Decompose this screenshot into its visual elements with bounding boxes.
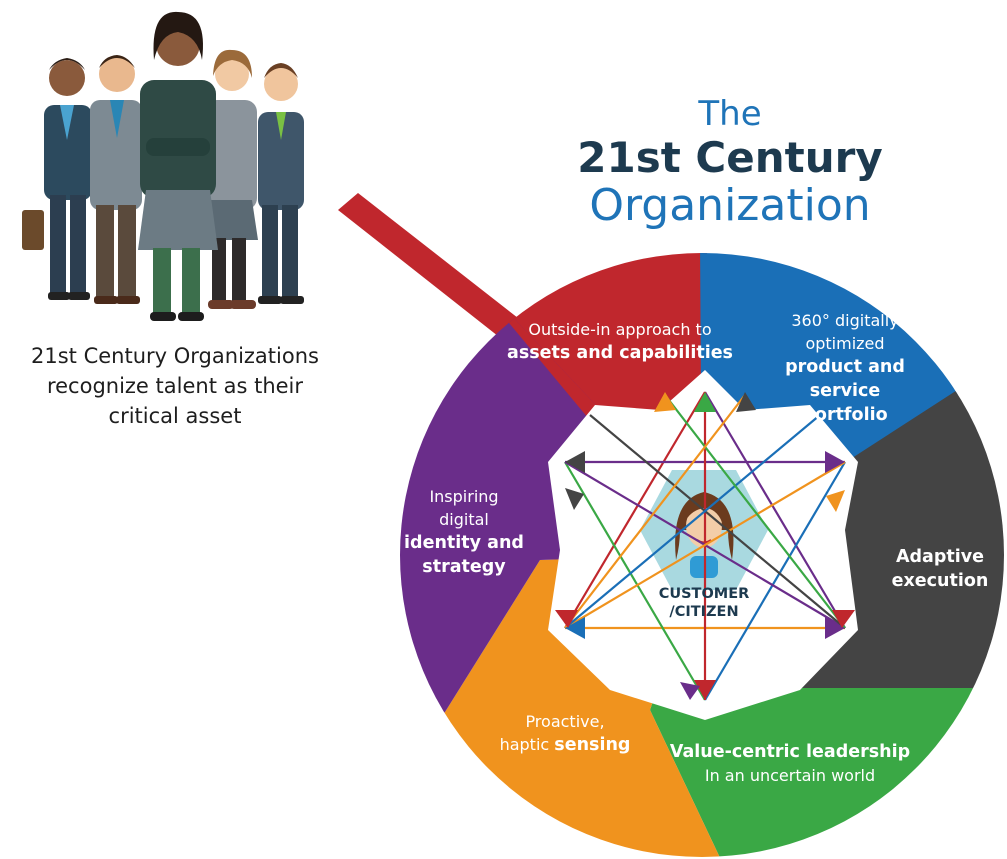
label-bold-line: Adaptive — [895, 547, 985, 567]
caption-line: 21st Century Organizations — [31, 344, 319, 368]
caption-line: critical asset — [108, 404, 242, 428]
label-bold-line: Value-centric leadership — [669, 742, 911, 762]
label-portfolio: 360° digitally optimized product and ser… — [770, 309, 920, 427]
label-line: Proactive, — [525, 712, 605, 731]
label-line: Outside-in approach to — [528, 320, 712, 339]
title-line-organization: Organization — [589, 180, 871, 231]
label-line: 360° digitally — [791, 311, 899, 330]
caption-line: recognize talent as their — [46, 374, 304, 398]
label-proactive: Proactive, haptic sensing — [490, 710, 640, 757]
label-bold-line: identity and — [404, 533, 524, 553]
label-bold-line: execution — [891, 571, 989, 591]
label-bold-line: strategy — [422, 557, 506, 577]
label-bold-line: sensing — [554, 735, 631, 755]
people-caption: 21st Century Organizations recognize tal… — [0, 341, 350, 431]
label-bold-line: portfolio — [802, 405, 888, 425]
center-label: CUSTOMER /CITIZEN — [634, 585, 774, 621]
label-line: digital — [439, 510, 489, 529]
title-line-the: The — [698, 94, 762, 134]
label-inspiring: Inspiring digital identity and strategy — [394, 485, 534, 579]
businesspeople-group-illustration — [22, 11, 304, 321]
label-bold-line: product and — [785, 357, 905, 377]
label-bold-line: assets and capabilities — [507, 343, 733, 363]
star-arrow-network — [564, 391, 846, 701]
label-outside-in: Outside-in approach to assets and capabi… — [490, 318, 750, 365]
label-value-centric: Value-centric leadership In an uncertain… — [655, 740, 925, 787]
center-label-line: /CITIZEN — [669, 604, 739, 620]
label-bold-line: service — [809, 381, 881, 401]
pointer-bar — [338, 193, 518, 340]
label-line: optimized — [805, 334, 885, 353]
label-adaptive: Adaptive execution — [875, 545, 1005, 593]
label-line: Inspiring — [429, 487, 499, 506]
arrowheads — [555, 392, 855, 700]
label-line: haptic — [499, 735, 550, 754]
label-line: In an uncertain world — [704, 766, 876, 785]
center-label-line: CUSTOMER — [658, 586, 750, 602]
title-line-21st-century: 21st Century — [577, 133, 883, 182]
